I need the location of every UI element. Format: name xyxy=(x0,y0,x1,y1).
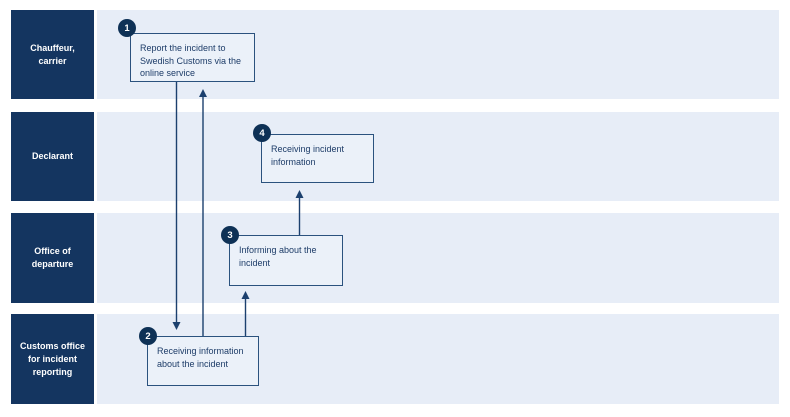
arrow-step1-to-step2 xyxy=(172,82,181,330)
arrow-step2-to-step1 xyxy=(199,89,207,336)
arrow-step3-to-step4 xyxy=(295,190,304,235)
arrow-step2-to-step3 xyxy=(241,291,250,336)
lane-track-declarant xyxy=(97,112,779,201)
lane-label-declarant: Declarant xyxy=(11,112,94,201)
lane-label-chauffeur-carrier: Chauffeur,carrier xyxy=(11,10,94,99)
step-number-badge-2: 2 xyxy=(139,327,157,345)
step-number-badge-4: 4 xyxy=(253,124,271,142)
lane-track-office-of-departure xyxy=(97,213,779,303)
step-number-badge-1: 1 xyxy=(118,19,136,37)
step-number-badge-3: 3 xyxy=(221,226,239,244)
